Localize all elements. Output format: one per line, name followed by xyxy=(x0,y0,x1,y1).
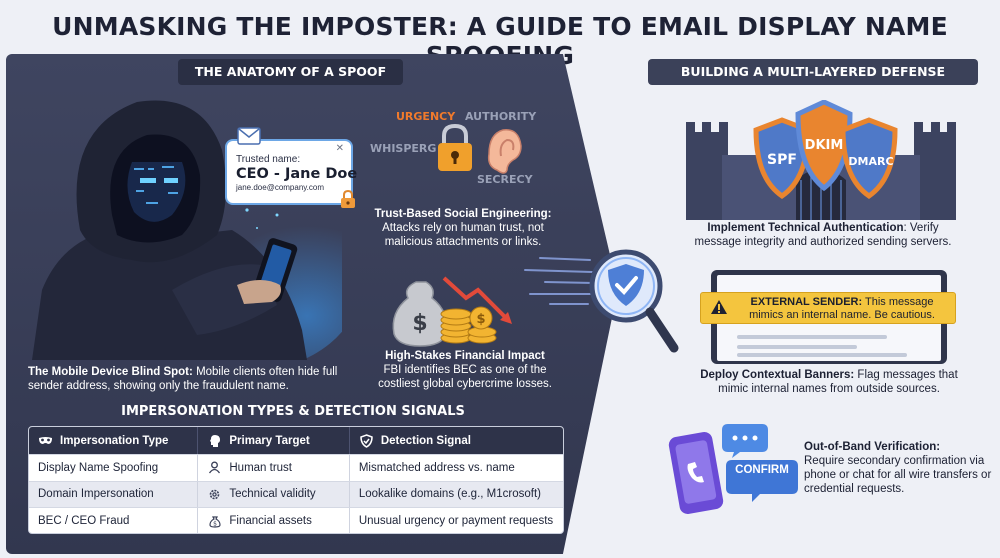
mask-icon xyxy=(38,434,53,448)
lock-and-ear-illustration xyxy=(438,123,522,174)
tech-auth-text: Implement Technical Authentication: Veri… xyxy=(692,221,954,249)
close-icon: ✕ xyxy=(335,143,344,154)
mobile-blindspot-body: Mobile clients often hide full sender ad… xyxy=(28,366,338,392)
svg-text:$: $ xyxy=(213,520,217,527)
svg-text:$: $ xyxy=(476,312,485,327)
dmarc-shield-label: DMARC xyxy=(848,155,894,168)
tech-auth-body: : Verify message integrity and authorize… xyxy=(694,222,952,248)
text-line-decoration xyxy=(737,345,857,349)
trust-engineering-title: Trust-Based Social Engineering: xyxy=(374,208,552,220)
impersonation-type-cell: Domain Impersonation xyxy=(29,481,199,507)
spoofed-sender-callout: ✕ Trusted name: CEO - Jane Doe jane.doe@… xyxy=(225,127,358,208)
header-label: Detection Signal xyxy=(380,434,471,447)
ear-icon xyxy=(487,129,522,174)
motion-lines-decoration xyxy=(524,257,595,305)
secrecy-word: SECRECY xyxy=(477,173,533,186)
magnifier-shield-icon xyxy=(589,249,679,353)
authority-word: AUTHORITY xyxy=(465,110,537,123)
impersonation-table-title: IMPERSONATION TYPES & DETECTION SIGNALS xyxy=(121,404,465,419)
urgency-word: URGENCY xyxy=(396,110,456,123)
gear-icon xyxy=(207,487,222,501)
dkim-shield-label: DKIM xyxy=(804,138,844,153)
primary-target-cell: Human trust xyxy=(198,455,350,481)
defense-heading: BUILDING A MULTI-LAYERED DEFENSE xyxy=(648,59,978,85)
financial-impact-text: High-Stakes Financial Impact FBI identif… xyxy=(370,349,560,391)
padlock-icon xyxy=(341,189,355,208)
oob-body: Require secondary confirmation via phone… xyxy=(804,455,992,495)
oob-title: Out-of-Band Verification: xyxy=(804,441,941,453)
trust-engineering-body: Attacks rely on human trust, not malicio… xyxy=(382,222,544,248)
header-detection-signal: Detection Signal xyxy=(350,427,563,454)
target-label: Human trust xyxy=(229,461,293,474)
trusted-name-label: Trusted name: xyxy=(236,154,301,165)
castle-shields-illustration xyxy=(686,100,956,220)
header-impersonation-type: Impersonation Type xyxy=(29,427,199,454)
impersonation-type-cell: BEC / CEO Fraud xyxy=(29,508,199,533)
hooded-hacker-illustration xyxy=(32,100,342,360)
warning-icon xyxy=(711,300,727,314)
table-row: Domain Impersonation Technical validity … xyxy=(29,480,563,507)
target-label: Technical validity xyxy=(229,488,316,501)
financial-impact-title: High-Stakes Financial Impact xyxy=(385,350,545,362)
money-bag-loss-illustration: $ $ xyxy=(392,276,512,347)
spoofed-display-name: CEO - Jane Doe xyxy=(236,166,358,182)
head-silhouette-icon xyxy=(207,434,222,448)
detection-signal-cell: Lookalike domains (e.g., M1crosoft) xyxy=(358,488,541,501)
banner-label: EXTERNAL SENDER: xyxy=(750,296,863,308)
oob-verification-text: Out-of-Band Verification: Require second… xyxy=(804,440,994,496)
detection-signal-cell: Unusual urgency or payment requests xyxy=(358,514,554,527)
mobile-blindspot-text: The Mobile Device Blind Spot: Mobile cli… xyxy=(28,365,338,393)
header-label: Impersonation Type xyxy=(60,434,169,447)
anatomy-heading: THE ANATOMY OF A SPOOF xyxy=(178,59,403,85)
padlock-icon xyxy=(438,123,472,171)
tech-auth-title: Implement Technical Authentication xyxy=(707,222,904,234)
contextual-banners-title: Deploy Contextual Banners: xyxy=(700,369,855,381)
spf-shield-label: SPF xyxy=(767,152,797,168)
text-line-decoration xyxy=(737,335,887,339)
primary-target-cell: Technical validity xyxy=(198,481,350,507)
table-row: BEC / CEO Fraud $ Financial assets Unusu… xyxy=(29,507,563,533)
money-bag-icon: $ xyxy=(207,514,222,528)
financial-impact-body: FBI identifies BEC as one of the costlie… xyxy=(378,364,552,390)
spoofed-email-address: jane.doe@company.com xyxy=(236,183,325,192)
banner-message: This message mimics an internal name. Be… xyxy=(749,296,935,321)
contextual-banners-text: Deploy Contextual Banners: Flag messages… xyxy=(700,368,958,396)
impersonation-type-cell: Display Name Spoofing xyxy=(29,455,199,481)
svg-text:$: $ xyxy=(412,311,427,336)
confirm-label: CONFIRM xyxy=(735,464,789,476)
whisperg-word: WHISPERG xyxy=(370,142,437,155)
contextual-banners-body: Flag messages that mimic internal names … xyxy=(718,369,958,395)
table-header-row: Impersonation Type Primary Target Detect… xyxy=(29,427,563,454)
target-label: Financial assets xyxy=(229,514,312,527)
table-row: Display Name Spoofing Human trust Mismat… xyxy=(29,454,563,481)
primary-target-cell: $ Financial assets xyxy=(198,508,350,533)
detection-signal-cell: Mismatched address vs. name xyxy=(358,461,515,474)
mobile-blindspot-title: The Mobile Device Blind Spot: xyxy=(28,366,193,378)
user-icon xyxy=(207,461,222,475)
text-line-decoration xyxy=(737,353,907,357)
external-sender-banner: EXTERNAL SENDER: This message mimics an … xyxy=(700,292,956,324)
header-label: Primary Target xyxy=(229,434,310,447)
trust-engineering-text: Trust-Based Social Engineering: Attacks … xyxy=(368,207,558,249)
envelope-icon xyxy=(237,127,261,145)
header-primary-target: Primary Target xyxy=(198,427,350,454)
impersonation-table: Impersonation Type Primary Target Detect… xyxy=(28,426,564,534)
shield-check-icon xyxy=(359,433,374,448)
phone-chat-confirm-illustration xyxy=(668,424,798,514)
